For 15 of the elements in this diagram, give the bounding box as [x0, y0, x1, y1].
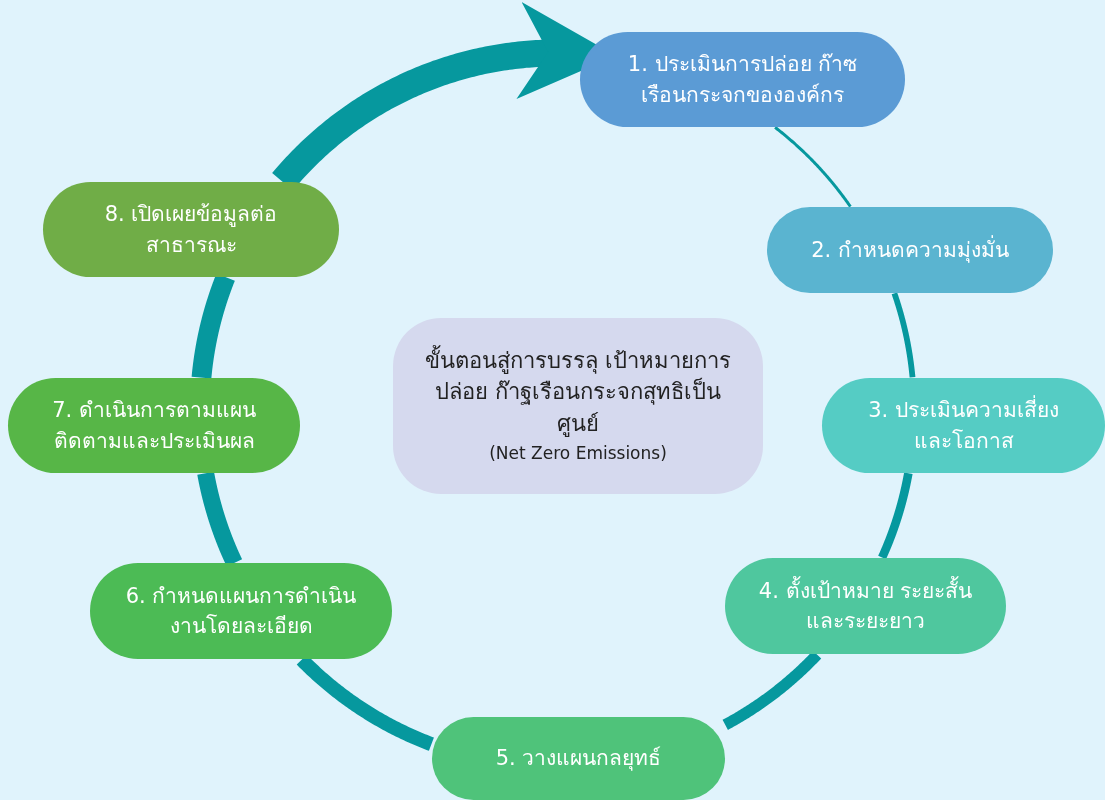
- step-label: 8. เปิดเผยข้อมูลต่อ สาธารณะ: [103, 201, 279, 259]
- step-box: [432, 717, 725, 800]
- subtitle-text: (Net Zero Emissions): [489, 442, 667, 466]
- step-label: 3. ประเมินความเสี่ยง และโอกาส: [856, 395, 1071, 456]
- connector-line: [774, 126, 852, 208]
- title-text: ขั้นตอนสู่การบรรลุ เป้าหมายการปล่อย ก๊าฐเรือนกระจกสุทธิเป็นศูนย์: [424, 344, 732, 439]
- step-label: 1. ประเมินการปล่อย ก๊าซเรือนกระจกขององค์กร: [626, 51, 859, 109]
- connector-line: [891, 291, 916, 380]
- step-label: 4. ตั้งเป้าหมาย ระยะสั้นและระยะยาว: [757, 575, 974, 635]
- step-label: 2. กำหนดความมุ่งมั่น: [811, 234, 1009, 265]
- step-box: [822, 378, 1105, 473]
- step-label: 7. ดำเนินการตามแผน ติดตามและประเมินผล: [51, 397, 257, 455]
- step-label: 5. วางแผนกลยุทธ์: [495, 745, 662, 773]
- title-box: [393, 318, 763, 494]
- step-label: 6. กำหนดแผนการดำเนิน งานโดยละเอียด: [124, 582, 358, 640]
